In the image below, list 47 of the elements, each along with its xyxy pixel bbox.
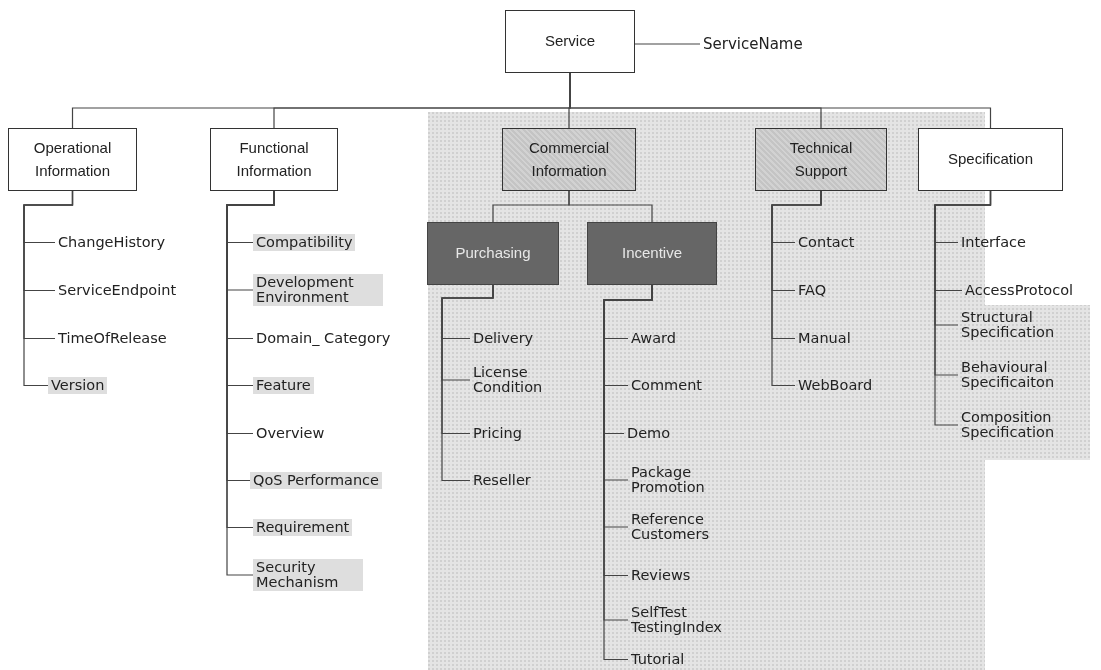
connector-line xyxy=(934,190,992,426)
category-box: Commercial Information xyxy=(502,128,636,191)
attribute-label: Security Mechanism xyxy=(253,559,363,592)
category-box: Functional Information xyxy=(210,128,338,191)
attribute-label: Package Promotion xyxy=(628,464,728,497)
category-box: Specification xyxy=(918,128,1063,191)
attribute-label: Manual xyxy=(795,329,854,347)
attribute-label: Reference Customers xyxy=(628,511,738,544)
connector-line xyxy=(23,190,74,387)
attribute-label: ChangeHistory xyxy=(55,233,169,251)
attribute-label: Contact xyxy=(795,233,858,251)
attribute-label: Reseller xyxy=(470,471,534,489)
attribute-label: Tutorial xyxy=(628,650,688,668)
attribute-label: ServiceEndpoint xyxy=(55,281,180,299)
connector-line xyxy=(634,43,701,45)
connector-line xyxy=(568,190,653,223)
category-box: Service xyxy=(505,10,635,73)
attribute-label: License Condition xyxy=(470,364,560,397)
attribute-label: Version xyxy=(48,376,108,394)
attribute-label: Award xyxy=(628,329,679,347)
attribute-label: Composition Specification xyxy=(958,409,1088,442)
attribute-label: Delivery xyxy=(470,329,537,347)
attribute-label: WebBoard xyxy=(795,376,876,394)
attribute-label: QoS Performance xyxy=(250,471,382,489)
attribute-label: Behavioural Specificaiton xyxy=(958,359,1088,392)
category-box: Incentive xyxy=(587,222,717,285)
attribute-label: Interface xyxy=(958,233,1029,251)
attribute-label: Compatibility xyxy=(253,233,356,251)
attribute-label: Development Environment xyxy=(253,274,383,307)
attribute-label: Demo xyxy=(624,424,674,442)
attribute-label: AccessProtocol xyxy=(962,281,1077,299)
attribute-label: Domain_ Category xyxy=(253,329,394,347)
attribute-label: Structural Specification xyxy=(958,309,1088,342)
connector-line xyxy=(441,284,494,482)
attribute-label: FAQ xyxy=(795,281,830,299)
attribute-label: Overview xyxy=(253,424,328,442)
attribute-label: Feature xyxy=(253,376,314,394)
attribute-label: Pricing xyxy=(470,424,525,442)
attribute-label: ServiceName xyxy=(700,34,806,54)
attribute-label: Reviews xyxy=(628,566,694,584)
category-box: Purchasing xyxy=(427,222,559,285)
category-box: Technical Support xyxy=(755,128,887,191)
category-box: Operational Information xyxy=(8,128,137,191)
attribute-label: Requirement xyxy=(253,518,353,536)
attribute-label: TimeOfRelease xyxy=(55,329,170,347)
attribute-label: SelfTest TestingIndex xyxy=(628,604,753,637)
attribute-label: Comment xyxy=(628,376,706,394)
